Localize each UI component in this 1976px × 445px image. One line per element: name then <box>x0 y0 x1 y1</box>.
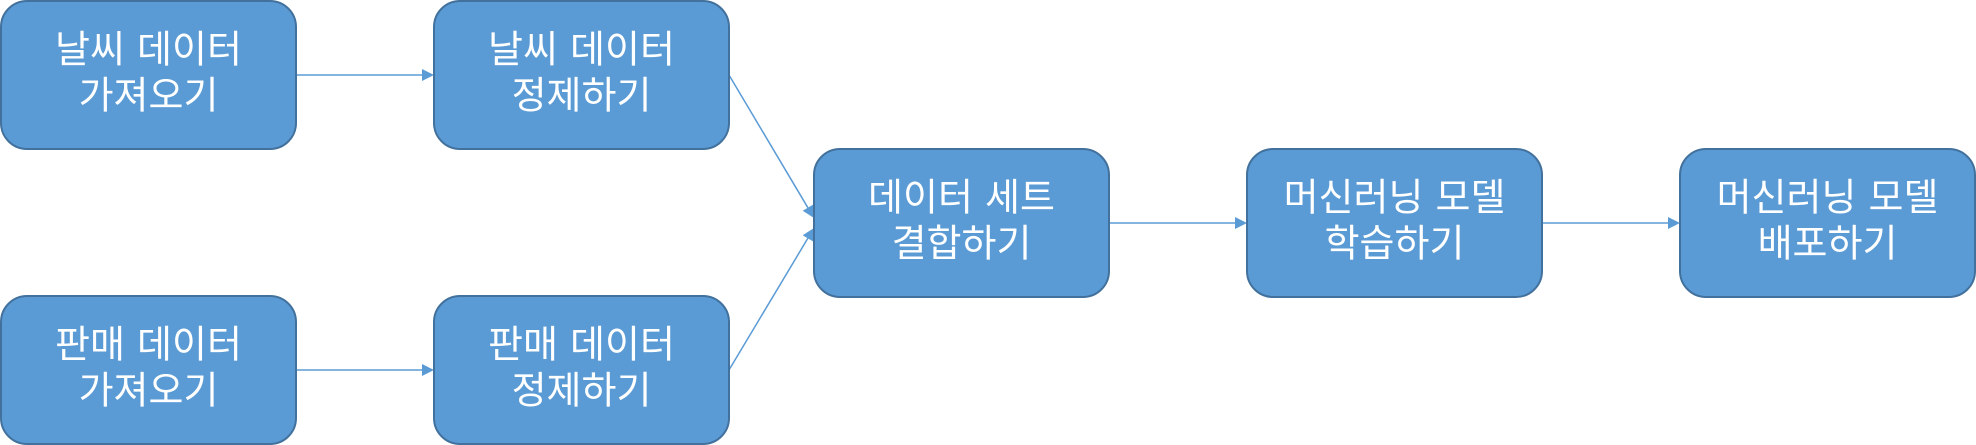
edge-dataset-merge-to-model-train <box>1109 217 1247 229</box>
node-label-line: 머신러닝 모델 <box>1717 176 1939 220</box>
arrowhead-icon <box>802 228 814 242</box>
edges-layer <box>296 69 1680 376</box>
node-box <box>1246 148 1543 298</box>
node-box <box>433 295 730 445</box>
node-box <box>433 0 730 150</box>
node-label-line: 날씨 데이터 <box>488 28 675 72</box>
arrowhead-icon <box>802 204 814 218</box>
edge-sales-clean-to-dataset-merge <box>728 228 814 371</box>
arrowhead-icon <box>422 364 434 376</box>
node-label-line: 판매 데이터 <box>488 323 675 367</box>
edge-sales-fetch-to-sales-clean <box>296 364 434 376</box>
node-label-line: 정제하기 <box>512 369 652 413</box>
edge-weather-fetch-to-weather-clean <box>296 69 434 81</box>
node-label-line: 학습하기 <box>1325 222 1465 266</box>
node-box <box>1679 148 1976 298</box>
node-label-line: 판매 데이터 <box>55 323 242 367</box>
node-label-line: 가져오기 <box>79 74 219 118</box>
edge-model-train-to-model-deploy <box>1542 217 1680 229</box>
node-label-line: 날씨 데이터 <box>55 28 242 72</box>
edge-line <box>728 237 809 371</box>
node-label-line: 가져오기 <box>79 369 219 413</box>
node-label-line: 결합하기 <box>892 222 1032 266</box>
arrowhead-icon <box>422 69 434 81</box>
node-label-line: 머신러닝 모델 <box>1284 176 1506 220</box>
edge-line <box>728 74 809 209</box>
arrowhead-icon <box>1668 217 1680 229</box>
node-label-line: 배포하기 <box>1758 222 1898 266</box>
node-box <box>0 295 297 445</box>
arrowhead-icon <box>1235 217 1247 229</box>
edge-weather-clean-to-dataset-merge <box>728 74 814 218</box>
node-label-line: 정제하기 <box>512 74 652 118</box>
node-label-line: 데이터 세트 <box>868 176 1055 220</box>
node-box <box>0 0 297 150</box>
node-box <box>813 148 1110 298</box>
